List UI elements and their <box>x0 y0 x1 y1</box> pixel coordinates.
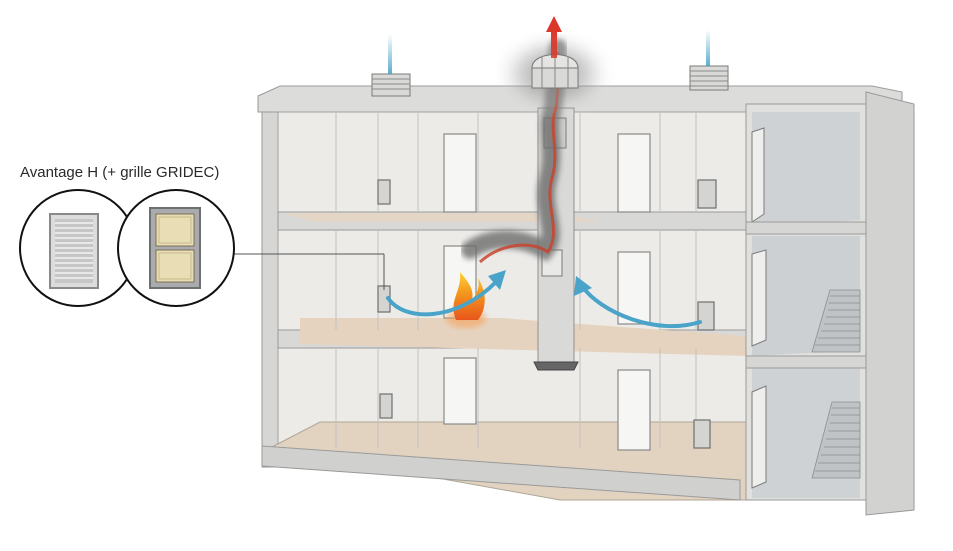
gridec-panel-icon <box>149 207 201 289</box>
door-floor2-right <box>617 251 651 325</box>
vent-floor3-right <box>697 179 717 209</box>
vent-floor2-right <box>697 301 715 331</box>
shaft-base-grille <box>533 361 579 371</box>
right-end-wall <box>865 91 915 516</box>
callout-left-bubble <box>19 189 137 307</box>
vent-floor1-right <box>693 419 711 449</box>
stairwell-floor-3 <box>752 112 860 228</box>
roof-vent-right-icon <box>689 30 729 91</box>
roof-smoke-hood-icon <box>531 52 579 89</box>
stair-flights <box>811 289 861 479</box>
left-cut-wall <box>261 111 279 468</box>
louvre-grille-icon <box>49 213 99 289</box>
airflow-right-head <box>574 276 592 296</box>
door-floor3-right <box>617 133 651 213</box>
airflow-left-head <box>488 270 506 290</box>
door-floor3-left <box>443 133 477 213</box>
airflow-right <box>580 284 702 328</box>
callout-right-bubble <box>117 189 235 307</box>
floor-3-surface <box>284 213 600 222</box>
avantage-h-caption: Avantage H (+ grille GRIDEC) <box>20 164 220 181</box>
airflow-left <box>386 280 498 317</box>
back-wall-floor-3 <box>277 111 747 213</box>
airflow-arrows <box>386 280 702 328</box>
stairwell-doors <box>751 127 767 489</box>
vent-floor1-left <box>379 393 393 419</box>
ground-slab <box>261 445 741 501</box>
roof-vent-left-icon <box>371 34 411 97</box>
vent-floor3-left <box>377 179 391 205</box>
floor-2-surface <box>300 318 746 356</box>
wall-panel-lines <box>335 112 697 448</box>
stairwell-slabs <box>745 221 867 369</box>
door-floor1-left <box>443 357 477 425</box>
door-floor1-right <box>617 369 651 451</box>
wall-vents <box>377 179 717 449</box>
exhaust-arrow <box>546 16 562 58</box>
